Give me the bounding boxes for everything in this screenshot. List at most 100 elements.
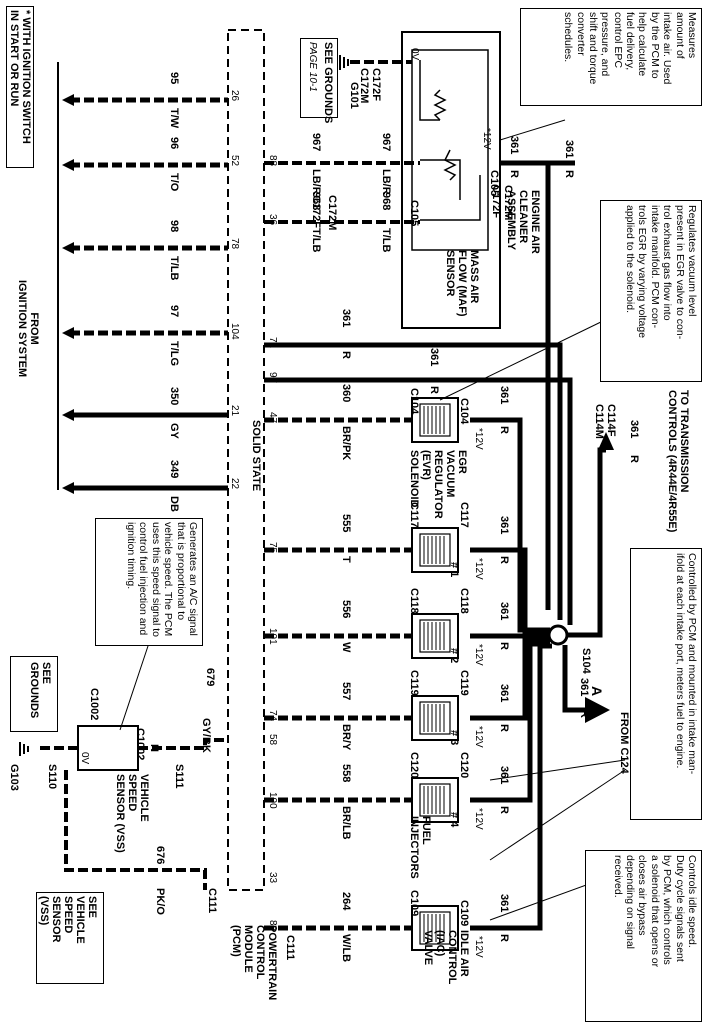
ignition-circuit: 350 — [168, 387, 180, 406]
feed-color: R — [498, 934, 510, 942]
feed-color: R — [498, 724, 510, 732]
feed-color: R — [498, 426, 510, 434]
ignition-circuit: 95 — [168, 72, 180, 85]
ignition-switch-label: * WITH IGNITION SWITCH IN START OR RUN — [7, 10, 32, 144]
iac-note-box — [585, 850, 702, 1022]
s104-label: S104 — [580, 648, 592, 674]
voltage-label: *12V — [473, 558, 484, 580]
s110-label: S110 — [46, 764, 58, 790]
c172m-label: C172M — [326, 195, 338, 231]
vss-wire-676 — [64, 770, 207, 890]
pcm-pin-number: 33 — [267, 872, 278, 884]
c361-top: 361 — [563, 140, 575, 159]
injector-connector-b: C118 — [408, 588, 420, 614]
ignition-color: T/W — [168, 108, 180, 129]
maf-note-box — [520, 8, 702, 106]
c104-label: C104 — [458, 398, 470, 425]
c361-trans: 361 — [628, 420, 640, 439]
ignition-wires — [62, 94, 228, 494]
maf-internal — [411, 49, 489, 251]
maf-12v: *12V — [481, 128, 492, 150]
wire-circuit: 967 — [310, 133, 322, 152]
pcm-pin-number: 74 — [267, 710, 278, 722]
c172-top-label: C172F C172M — [357, 68, 382, 104]
injector-connector-b: C120 — [408, 752, 420, 779]
ignition-color: T/O — [168, 173, 180, 192]
r-top: R — [563, 170, 575, 178]
pcm-pin-number: 47 — [267, 412, 278, 424]
feed-circuit: 361 — [498, 766, 510, 785]
wire-color: LB/R — [380, 169, 392, 195]
wire-color: PK/O — [154, 888, 166, 915]
c105-bottom: C105 — [408, 200, 420, 227]
wire-color: LB/R — [310, 169, 322, 195]
c114-label: C114F C114M — [592, 404, 617, 439]
ignition-pin: 78 — [229, 238, 240, 250]
solid-state-label: SOLID STATE — [250, 420, 262, 492]
r-top-b: R — [508, 170, 520, 178]
injector-number: # 2 — [448, 648, 460, 664]
injector-connector-b: C117 — [408, 502, 420, 528]
ignition-circuit: 96 — [168, 137, 180, 150]
maf-zero-v: 0V — [409, 48, 420, 61]
wire-from-c124 — [562, 645, 585, 713]
injector-connector: C119 — [458, 670, 470, 696]
pcm-pin-number: 100 — [267, 792, 278, 809]
pcm-pin-number: 83 — [267, 920, 278, 932]
ignition-pin: 26 — [229, 90, 240, 102]
pcm-pin-number: 101 — [267, 628, 278, 645]
wire-circuit: 557 — [340, 682, 352, 701]
c1002-label-b: C1002 — [88, 688, 100, 721]
voltage-label: *12V — [473, 726, 484, 748]
page-ref: PAGE 10-1 — [307, 42, 318, 92]
s104-splice — [547, 624, 569, 646]
pointer-lines — [119, 119, 626, 921]
ignition-pin: 21 — [229, 405, 240, 417]
g103-label: G103 — [8, 764, 20, 791]
wire-to-transmission — [567, 447, 606, 638]
c1002-label-a: C1002 — [134, 728, 146, 761]
c111-label-a: C111 — [206, 888, 218, 914]
feed-circuit: 361 — [498, 516, 510, 535]
wire-color: BR/LB — [340, 806, 352, 840]
injector-note: Controlled by PCM and mounted in intake … — [673, 553, 698, 775]
pcm-pin-number: 97 — [267, 372, 278, 384]
injector-number: # 3 — [448, 730, 460, 746]
maf-note: Measures amount of intake air. Used by t… — [562, 12, 698, 85]
wire-color: R — [428, 386, 440, 394]
ignition-arrow — [62, 159, 74, 171]
feed-circuit: 361 — [498, 684, 510, 703]
pcm-pin-number: 71 — [267, 337, 278, 349]
injector-connector: C118 — [458, 588, 470, 614]
from-ignition-label: FROM IGNITION SYSTEM — [15, 280, 40, 378]
pin-n-label: N — [148, 744, 160, 752]
wire-circuit: 558 — [340, 764, 352, 783]
c104-label-b: C104 — [408, 388, 420, 415]
ignition-switch-box — [6, 6, 34, 168]
injector-connector: C117 — [458, 502, 470, 528]
wire-color: W/LB — [340, 934, 352, 963]
wire-361-pin71 — [264, 342, 563, 620]
wire-circuit: 264 — [340, 892, 352, 911]
feed-circuit: 361 — [498, 602, 510, 621]
wire-circuit: 361 — [428, 348, 440, 367]
ignition-circuit: 349 — [168, 460, 180, 479]
ignition-arrow — [62, 482, 74, 494]
pcm-label: POWERTRAIN CONTROL MODULE (PCM) — [229, 925, 278, 1001]
iac-valve-label: IDLE AIR CONTROL (IAC) VALVE — [421, 930, 470, 985]
pcm-pin-number: 58 — [267, 734, 278, 746]
ignition-pin: 104 — [229, 323, 240, 340]
output-wires — [264, 417, 412, 931]
wire-361-pin97 — [264, 377, 573, 625]
triangle-a-label: A — [589, 686, 605, 697]
egr-note-box — [600, 200, 702, 382]
vss-note: Generates an A/C signal that is proporti… — [125, 522, 199, 637]
ignition-circuit: 97 — [168, 305, 180, 318]
voltage-label: *12V — [473, 936, 484, 958]
injector-number: # 4 — [448, 812, 460, 828]
c111-label-b: C111 — [284, 935, 296, 961]
feed-circuit: 361 — [498, 894, 510, 913]
ignition-arrow — [62, 409, 74, 421]
component-boxes — [411, 397, 459, 951]
